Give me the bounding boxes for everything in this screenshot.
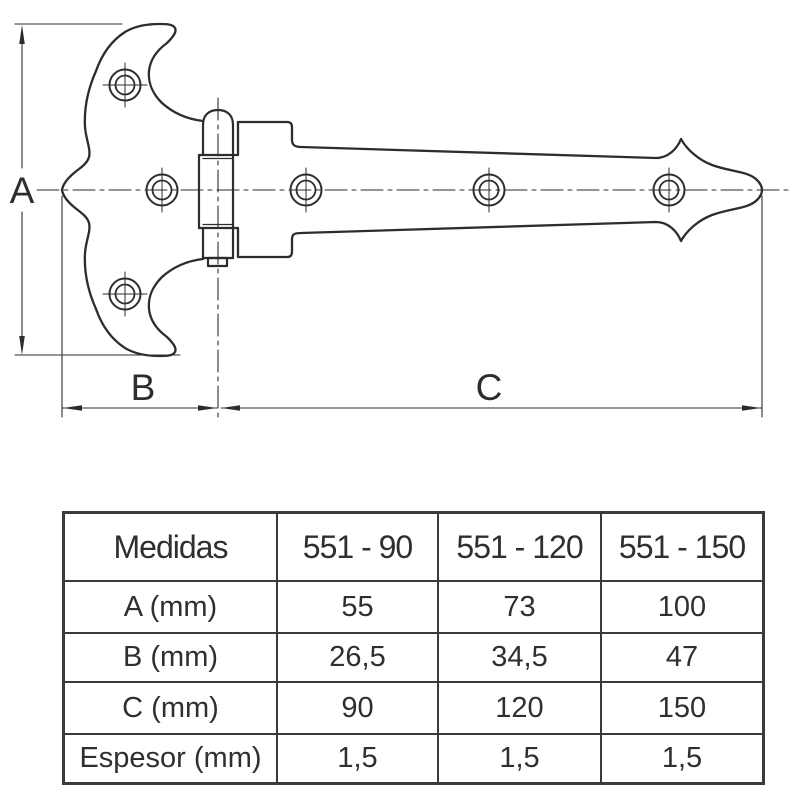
screw-hole-strap-1 [289,167,323,213]
left-plate-lower-edge [60,188,205,358]
left-plate-outline [60,22,205,358]
table-header-model-551-150: 551 - 150 [600,511,765,582]
left-plate-upper-edge [60,22,205,192]
cell-value: 26,5 [276,632,439,683]
screw-holes [102,62,686,317]
strap-bottom-edge [236,188,764,259]
cell-value: 100 [600,580,765,634]
table-row-b: B (mm) 26,5 34,5 47 [62,632,765,683]
dimension-a: A [10,23,181,356]
row-label: Espesor (mm) [62,733,278,785]
dimension-b-label: B [131,367,156,408]
cell-value: 1,5 [600,733,765,785]
knuckle-dome-cap [201,108,235,157]
dim-b-arrow-left [63,405,82,411]
dimension-c-label: C [476,367,503,408]
dimensions-table: Medidas 551 - 90 551 - 120 551 - 150 A (… [62,511,765,785]
screw-hole-strap-2 [472,167,506,213]
table-header-medidas: Medidas [62,511,278,582]
dimension-c: C [220,195,763,418]
table-header-model-551-120: 551 - 120 [437,511,602,582]
dimension-b: B [61,195,218,418]
dim-a-arrow-up [19,25,25,44]
table-header-row: Medidas 551 - 90 551 - 120 551 - 150 [62,511,765,582]
row-label: C (mm) [62,681,278,735]
cell-value: 1,5 [437,733,602,785]
dim-c-arrow-left [221,405,240,411]
screw-hole-strap-3 [652,167,686,213]
row-label: A (mm) [62,580,278,634]
dim-b-arrow-right [198,405,217,411]
row-label: B (mm) [62,632,278,683]
cell-value: 120 [437,681,602,735]
hinge-knuckle [197,108,240,268]
cell-value: 150 [600,681,765,735]
dimension-a-label: A [10,170,35,211]
table-row-espesor: Espesor (mm) 1,5 1,5 1,5 [62,733,765,785]
cell-value: 34,5 [437,632,602,683]
screw-hole-plate-bottom [102,271,148,317]
cell-value: 55 [276,580,439,634]
table-row-a: A (mm) 55 73 100 [62,580,765,634]
cell-value: 73 [437,580,602,634]
strap-top-edge [236,120,764,192]
screw-hole-plate-top [102,62,148,108]
strap-outline [236,120,764,259]
screw-hole-plate-middle [145,167,179,213]
cell-value: 47 [600,632,765,683]
table-header-model-551-90: 551 - 90 [276,511,439,582]
table-row-c: C (mm) 90 120 150 [62,681,765,735]
hinge-technical-drawing: A B C [10,22,789,418]
dim-c-arrow-right [742,405,761,411]
cell-value: 1,5 [276,733,439,785]
dim-a-arrow-down [19,336,25,355]
cell-value: 90 [276,681,439,735]
pin-bottom-tab [206,256,229,268]
